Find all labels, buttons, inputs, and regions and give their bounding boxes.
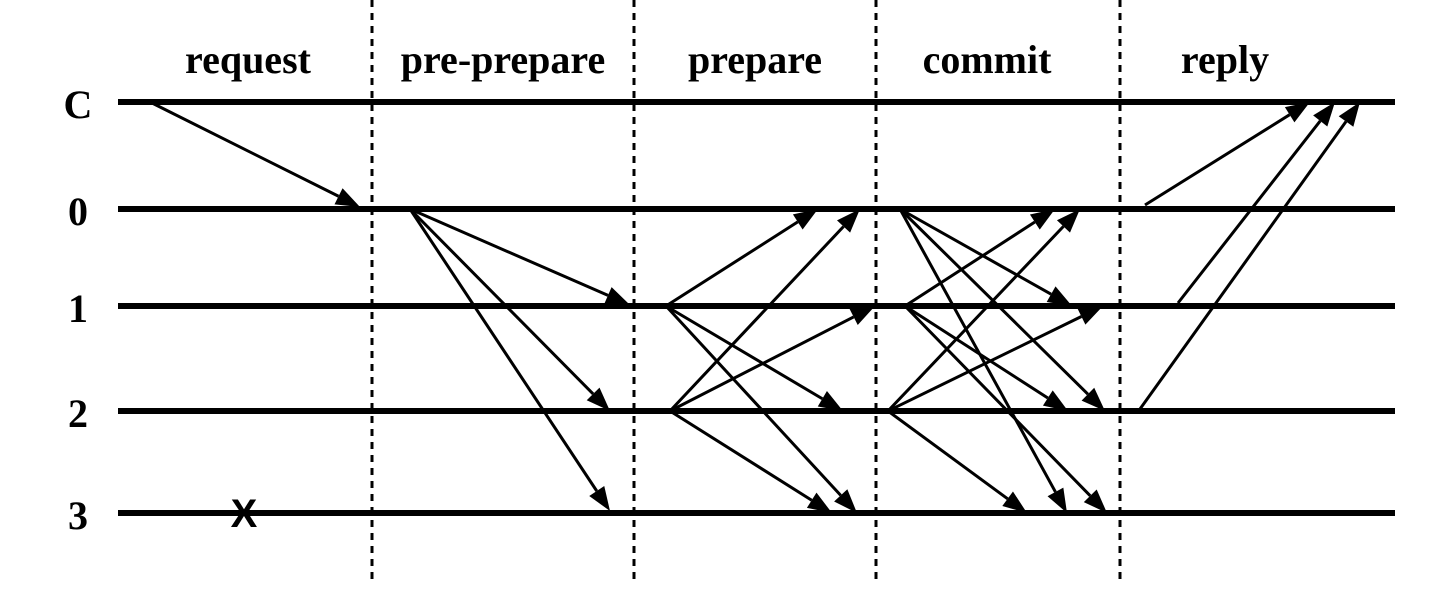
message-arrow-prepare-2-to-0: [668, 209, 860, 413]
message-arrow-pre-prepare-0-to-1: [409, 207, 630, 305]
message-arrow-prepare-2-to-1: [669, 306, 875, 413]
arrowhead-icon: [1338, 102, 1360, 127]
failed-replica-marker: X: [231, 492, 258, 536]
arrowhead-icon: [1081, 387, 1105, 411]
arrowhead-icon: [837, 209, 860, 233]
arrowhead-icon: [792, 209, 818, 230]
message-arrow-commit-0-to-3: [898, 208, 1067, 513]
arrowhead-icon: [1077, 306, 1103, 325]
message-arrow-commit-2-to-0: [886, 209, 1080, 413]
message-arrow-prepare-1-to-0: [665, 209, 818, 308]
lane-label: 0: [68, 189, 88, 234]
lane-label: 2: [68, 391, 88, 436]
arrowhead-icon: [1046, 286, 1072, 306]
lane-label: C: [64, 82, 93, 127]
arrowhead-icon: [1002, 491, 1027, 513]
message-arrow-commit-0-to-1: [899, 207, 1072, 306]
message-arrow-pre-prepare-0-to-2: [408, 207, 610, 411]
message-arrow-reply-1-to-C: [1176, 102, 1335, 304]
arrowhead-icon: [849, 306, 875, 325]
message-arrow-commit-1-to-3: [903, 304, 1107, 513]
phase-label: prepare: [688, 37, 822, 82]
arrowhead-icon: [817, 391, 843, 411]
lane-label: 3: [68, 493, 88, 538]
lane-label: 1: [68, 286, 88, 331]
phase-label: commit: [923, 37, 1053, 82]
arrowhead-icon: [589, 486, 610, 511]
message-arrow-prepare-1-to-2: [665, 304, 843, 411]
arrowhead-icon: [1047, 487, 1067, 513]
arrowhead-icon: [1056, 209, 1080, 233]
phase-label: request: [185, 37, 312, 82]
phase-label: pre-prepare: [401, 37, 605, 82]
message-arrow-reply-0-to-C: [1144, 102, 1310, 207]
message-arrow-reply-2-to-C: [1138, 102, 1360, 410]
arrowhead-icon: [1083, 489, 1107, 513]
message-arrow-commit-1-to-0: [904, 209, 1055, 308]
message-arrow-request-C-to-0: [149, 100, 360, 207]
phase-label: reply: [1181, 37, 1269, 82]
arrowhead-icon: [1313, 102, 1335, 127]
arrowhead-icon: [334, 188, 360, 207]
arrowhead-icon: [586, 387, 610, 411]
arrowhead-icon: [834, 489, 857, 513]
message-arrow-prepare-2-to-3: [669, 409, 832, 513]
arrowhead-icon: [1029, 209, 1055, 230]
message-arrow-prepare-1-to-3: [664, 304, 857, 513]
arrowhead-icon: [1284, 102, 1310, 123]
message-arrow-commit-2-to-1: [887, 306, 1103, 413]
message-arrow-commit-2-to-3: [887, 409, 1027, 513]
message-arrow-commit-1-to-2: [904, 304, 1068, 411]
message-arrow-commit-0-to-2: [898, 207, 1105, 411]
arrowhead-icon: [604, 287, 630, 305]
arrowhead-icon: [1042, 390, 1068, 411]
arrowhead-icon: [806, 492, 832, 513]
message-arrow-pre-prepare-0-to-3: [408, 208, 610, 511]
